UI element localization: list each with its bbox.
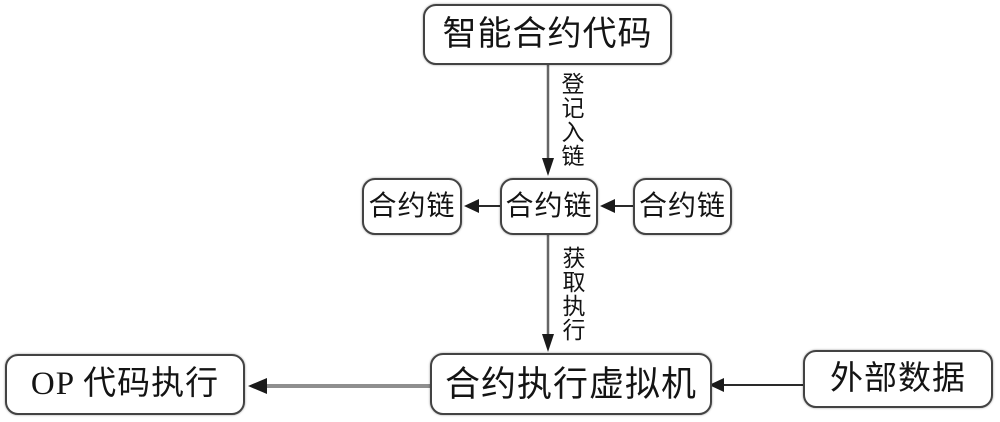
edge-label-fetch-and-execute: 获取执行 — [559, 246, 584, 342]
arrow-ext-to-vm-head-icon — [709, 378, 724, 392]
edge-label-register-on-chain: 登记入链 — [558, 72, 583, 168]
arrow-register-head-down-icon — [542, 158, 554, 176]
node-external-data: 外部数据 — [803, 350, 993, 408]
node-op-code-execution: OP 代码执行 — [5, 354, 245, 415]
node-contract-execution-vm: 合约执行虚拟机 — [430, 353, 712, 415]
node-contract-chain-left: 合约链 — [362, 178, 462, 235]
arrow-vm-to-op-head-icon — [248, 378, 267, 394]
arrow-right-to-mid-head-icon — [600, 199, 615, 213]
arrow-mid-to-left-head-icon — [464, 199, 479, 213]
node-contract-chain-right: 合约链 — [633, 178, 732, 235]
arrow-fetch-head-down-icon — [542, 334, 554, 352]
node-smart-contract-code: 智能合约代码 — [423, 4, 672, 65]
node-contract-chain-middle: 合约链 — [500, 178, 598, 235]
